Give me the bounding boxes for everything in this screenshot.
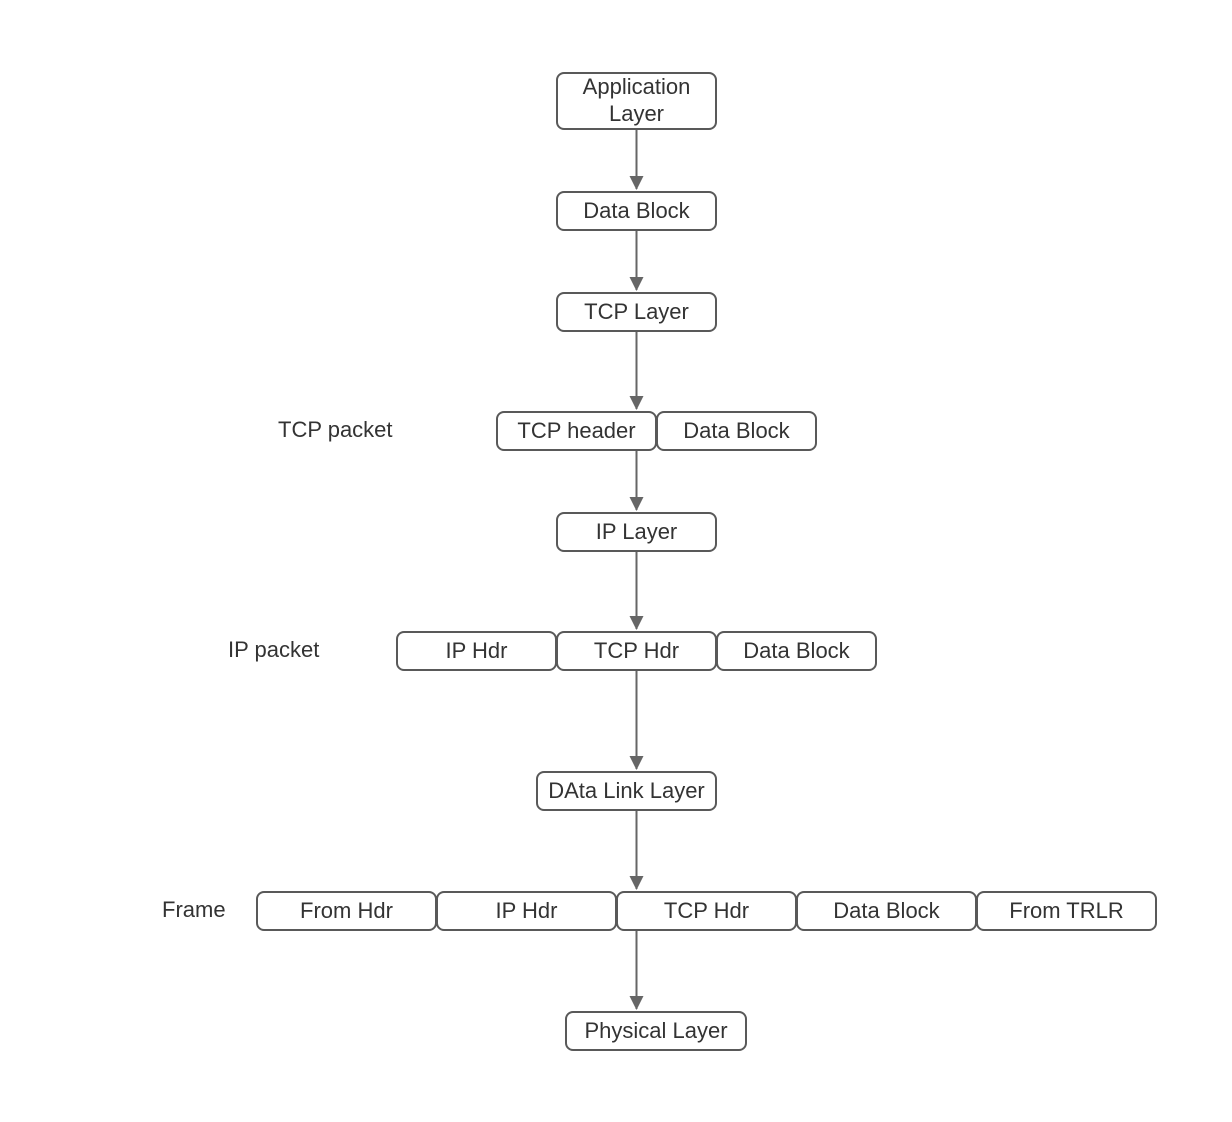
node-frame-tcp-hdr: TCP Hdr (616, 891, 797, 931)
node-ip-packet-data-block: Data Block (716, 631, 877, 671)
node-tcp-packet-data-block: Data Block (656, 411, 817, 451)
node-frame-from-hdr: From Hdr (256, 891, 437, 931)
node-application-layer: Application Layer (556, 72, 717, 130)
node-data-block-top: Data Block (556, 191, 717, 231)
label-frame: Frame (162, 897, 226, 922)
node-frame-data-block: Data Block (796, 891, 977, 931)
node-frame-from-trlr: From TRLR (976, 891, 1157, 931)
node-ip-packet-tcp-hdr: TCP Hdr (556, 631, 717, 671)
label-tcp-packet: TCP packet (278, 417, 393, 442)
node-data-link-layer: DAta Link Layer (536, 771, 717, 811)
node-ip-hdr: IP Hdr (396, 631, 557, 671)
label-ip-packet: IP packet (228, 637, 320, 662)
node-tcp-layer: TCP Layer (556, 292, 717, 332)
node-physical-layer: Physical Layer (565, 1011, 747, 1051)
node-ip-layer: IP Layer (556, 512, 717, 552)
node-tcp-header: TCP header (496, 411, 657, 451)
node-frame-ip-hdr: IP Hdr (436, 891, 617, 931)
